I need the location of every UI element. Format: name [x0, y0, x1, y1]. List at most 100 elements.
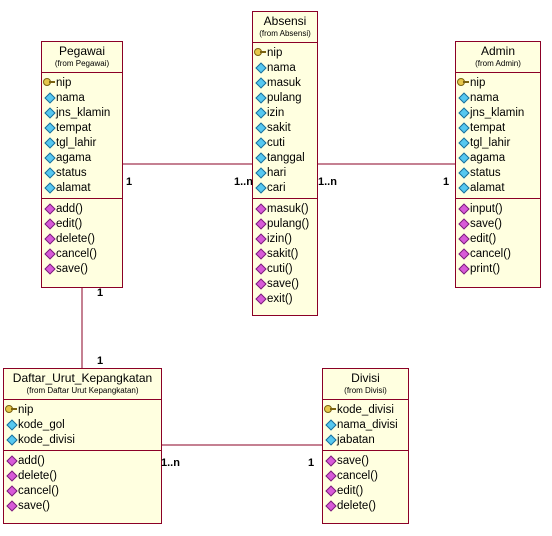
operation-row[interactable]: cancel(): [323, 468, 408, 483]
operation-label: delete(): [337, 499, 376, 512]
attribute-row[interactable]: alamat: [42, 180, 122, 195]
operation-row[interactable]: cuti(): [253, 261, 317, 276]
key-icon: [4, 402, 18, 417]
operation-label: cancel(): [18, 484, 59, 497]
attribute-row[interactable]: agama: [42, 150, 122, 165]
attribute-row[interactable]: status: [456, 165, 540, 180]
attribute-row[interactable]: nip: [4, 402, 161, 417]
operation-row[interactable]: cancel(): [456, 246, 540, 261]
operation-label: pulang(): [267, 217, 310, 230]
attribute-row[interactable]: tanggal: [253, 150, 317, 165]
attribute-row[interactable]: nip: [253, 45, 317, 60]
operation-icon: [456, 261, 470, 276]
operation-row[interactable]: add(): [42, 201, 122, 216]
class-header: Pegawai (from Pegawai): [42, 42, 122, 73]
operation-row[interactable]: pulang(): [253, 216, 317, 231]
operation-row[interactable]: izin(): [253, 231, 317, 246]
attribute-icon: [253, 150, 267, 165]
attribute-row[interactable]: masuk: [253, 75, 317, 90]
attribute-row[interactable]: kode_gol: [4, 417, 161, 432]
multiplicity-pegawai-daftar-source: 1: [97, 287, 104, 299]
attribute-row[interactable]: kode_divisi: [323, 402, 408, 417]
operation-list: masuk()pulang()izin()sakit()cuti()save()…: [253, 199, 317, 309]
attribute-label: cari: [267, 181, 286, 194]
attribute-row[interactable]: nip: [456, 75, 540, 90]
attribute-row[interactable]: nama: [42, 90, 122, 105]
operation-row[interactable]: cancel(): [42, 246, 122, 261]
operation-icon: [253, 201, 267, 216]
operation-list: add()edit()delete()cancel()save(): [42, 199, 122, 279]
attribute-row[interactable]: tgl_lahir: [456, 135, 540, 150]
attribute-row[interactable]: nama: [456, 90, 540, 105]
attribute-row[interactable]: agama: [456, 150, 540, 165]
multiplicity-absensi-admin-source: 1..n: [318, 176, 337, 188]
attribute-row[interactable]: tgl_lahir: [42, 135, 122, 150]
attribute-row[interactable]: hari: [253, 165, 317, 180]
attribute-row[interactable]: cari: [253, 180, 317, 195]
operation-row[interactable]: input(): [456, 201, 540, 216]
attribute-row[interactable]: sakit: [253, 120, 317, 135]
operation-icon: [253, 291, 267, 306]
operation-row[interactable]: save(): [456, 216, 540, 231]
operation-row[interactable]: cancel(): [4, 483, 161, 498]
operation-row[interactable]: print(): [456, 261, 540, 276]
attribute-row[interactable]: jns_klamin: [456, 105, 540, 120]
attribute-row[interactable]: pulang: [253, 90, 317, 105]
class-name: Pegawai: [58, 44, 106, 58]
attribute-row[interactable]: cuti: [253, 135, 317, 150]
attribute-row[interactable]: jns_klamin: [42, 105, 122, 120]
operation-row[interactable]: save(): [42, 261, 122, 276]
attribute-label: nama_divisi: [337, 418, 398, 431]
attribute-icon: [323, 432, 337, 447]
attribute-row[interactable]: alamat: [456, 180, 540, 195]
class-package: (from Pegawai): [54, 59, 110, 68]
attribute-row[interactable]: tempat: [42, 120, 122, 135]
attribute-label: nama: [56, 91, 85, 104]
operation-icon: [253, 276, 267, 291]
operation-row[interactable]: delete(): [4, 468, 161, 483]
attribute-label: sakit: [267, 121, 291, 134]
operation-row[interactable]: masuk(): [253, 201, 317, 216]
attribute-row[interactable]: tempat: [456, 120, 540, 135]
attribute-icon: [253, 60, 267, 75]
key-icon: [253, 45, 267, 60]
operation-row[interactable]: sakit(): [253, 246, 317, 261]
attribute-icon: [4, 417, 18, 432]
attribute-label: nama: [267, 61, 296, 74]
operation-label: edit(): [337, 484, 364, 497]
operation-row[interactable]: save(): [253, 276, 317, 291]
attribute-label: nip: [470, 76, 486, 89]
attribute-row[interactable]: kode_divisi: [4, 432, 161, 447]
operation-row[interactable]: edit(): [42, 216, 122, 231]
attribute-icon: [253, 165, 267, 180]
operation-label: save(): [18, 499, 50, 512]
attribute-row[interactable]: nama_divisi: [323, 417, 408, 432]
attribute-row[interactable]: nip: [42, 75, 122, 90]
attribute-row[interactable]: izin: [253, 105, 317, 120]
attribute-label: status: [56, 166, 87, 179]
operation-row[interactable]: add(): [4, 453, 161, 468]
operation-label: delete(): [18, 469, 57, 482]
class-daftar-urut-kepangkatan[interactable]: Daftar_Urut_Kepangkatan (from Daftar Uru…: [3, 368, 162, 524]
operation-row[interactable]: delete(): [323, 498, 408, 513]
operation-row[interactable]: exit(): [253, 291, 317, 306]
attribute-row[interactable]: status: [42, 165, 122, 180]
attribute-row[interactable]: jabatan: [323, 432, 408, 447]
key-icon: [323, 402, 337, 417]
operation-row[interactable]: edit(): [323, 483, 408, 498]
operation-row[interactable]: edit(): [456, 231, 540, 246]
operation-row[interactable]: delete(): [42, 231, 122, 246]
operation-row[interactable]: save(): [323, 453, 408, 468]
attribute-icon: [42, 90, 56, 105]
attribute-label: tgl_lahir: [56, 136, 97, 149]
attribute-row[interactable]: nama: [253, 60, 317, 75]
attribute-label: agama: [56, 151, 92, 164]
operation-icon: [253, 231, 267, 246]
operation-row[interactable]: save(): [4, 498, 161, 513]
